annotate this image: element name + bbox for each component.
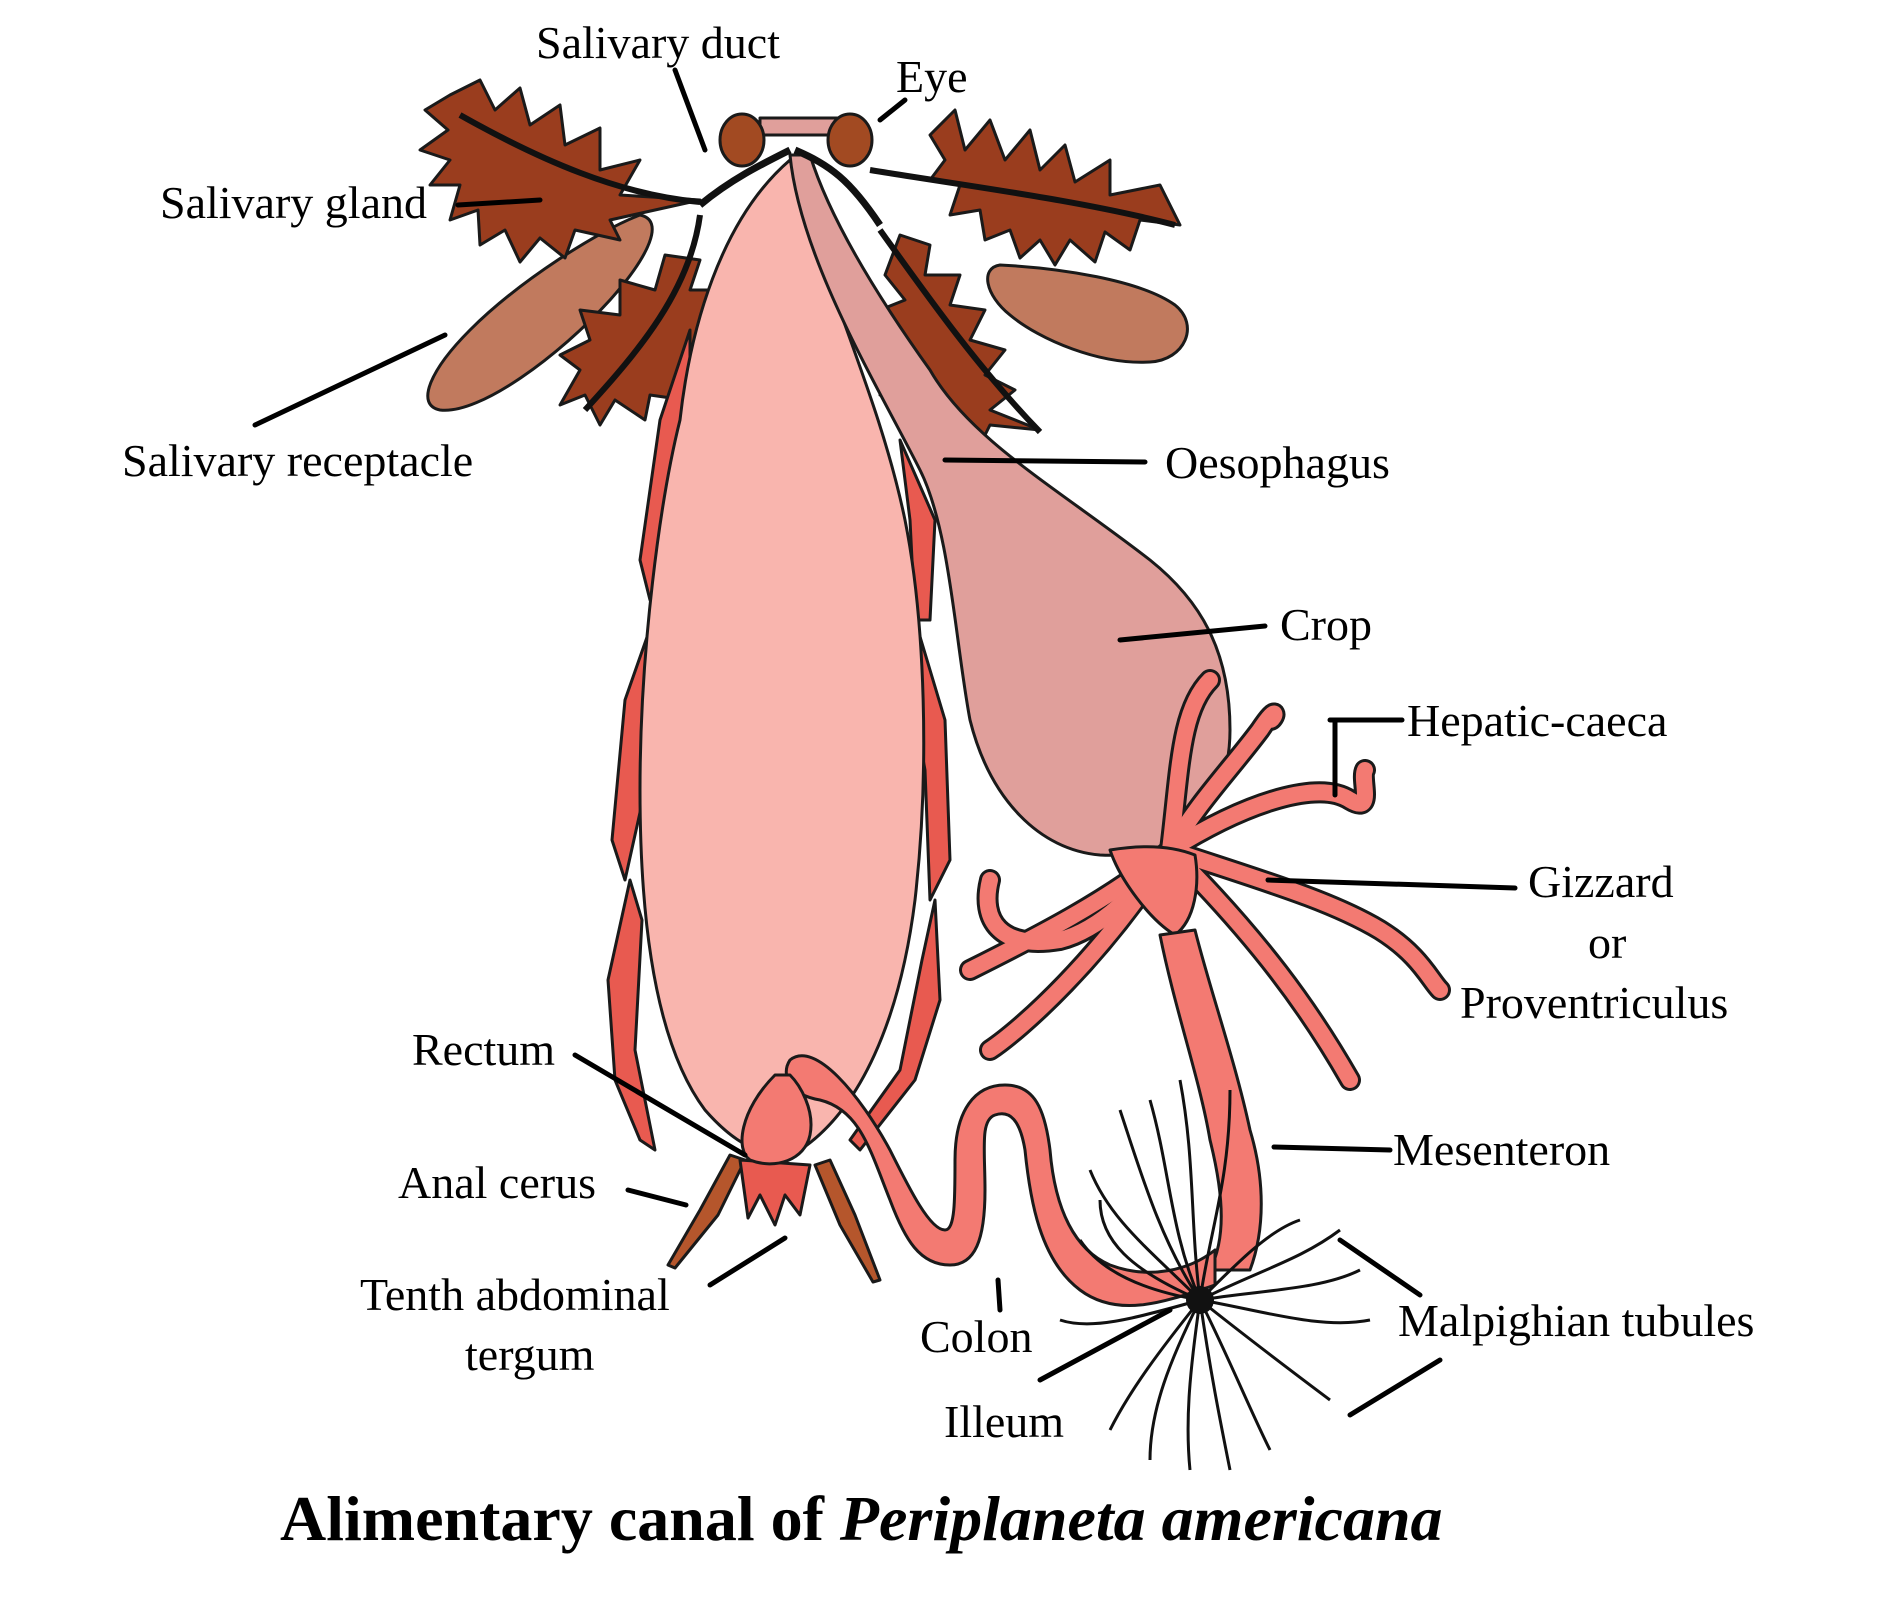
diagram-title: Alimentary canal of Periplaneta american… <box>280 1483 1443 1554</box>
label-oesophagus: Oesophagus <box>1165 437 1390 488</box>
leader-lines <box>252 67 1518 1418</box>
label-colon: Colon <box>920 1311 1032 1362</box>
malpighian-tubules <box>1059 1079 1371 1471</box>
label-crop: Crop <box>1280 599 1372 650</box>
label-gizzard-line2: or <box>1588 917 1626 968</box>
label-malpighian-tubules: Malpighian tubules <box>1398 1295 1754 1346</box>
label-eye: Eye <box>896 51 968 102</box>
anal-cercus-right <box>813 1158 882 1284</box>
title-species: Periplaneta americana <box>839 1483 1443 1554</box>
salivary-duct <box>697 146 883 227</box>
label-tenth-line2: tergum <box>465 1329 595 1380</box>
label-salivary-duct: Salivary duct <box>536 17 780 68</box>
eye-right-icon <box>826 112 874 168</box>
label-anal-cerus: Anal cerus <box>398 1157 596 1208</box>
label-hepatic-caeca: Hepatic-caeca <box>1407 695 1667 746</box>
label-salivary-receptacle: Salivary receptacle <box>122 435 473 486</box>
eye-left-icon <box>718 112 766 168</box>
salivary-gland-upper-right <box>869 108 1182 267</box>
label-gizzard-line3: Proventriculus <box>1460 977 1728 1028</box>
label-salivary-gland: Salivary gland <box>160 177 427 228</box>
salivary-gland-upper-left <box>418 78 702 264</box>
label-rectum: Rectum <box>412 1024 555 1075</box>
label-tenth-line1: Tenth abdominal <box>360 1269 670 1320</box>
rectum <box>740 1073 813 1166</box>
malpighian-junction <box>1186 1286 1214 1314</box>
gizzard <box>1108 845 1199 937</box>
mesenteron <box>1158 928 1263 1272</box>
anal-cercus-left <box>666 1153 747 1270</box>
colon-and-ileum <box>784 1054 1217 1308</box>
salivary-receptacle-left <box>426 213 654 412</box>
tenth-abdominal-tergum <box>738 1158 812 1227</box>
title-prefix: Alimentary canal of <box>280 1483 840 1554</box>
label-illeum: Illeum <box>944 1396 1064 1447</box>
label-mesenteron: Mesenteron <box>1393 1124 1610 1175</box>
salivary-receptacle-right <box>986 263 1189 364</box>
label-gizzard-line1: Gizzard <box>1528 856 1674 907</box>
